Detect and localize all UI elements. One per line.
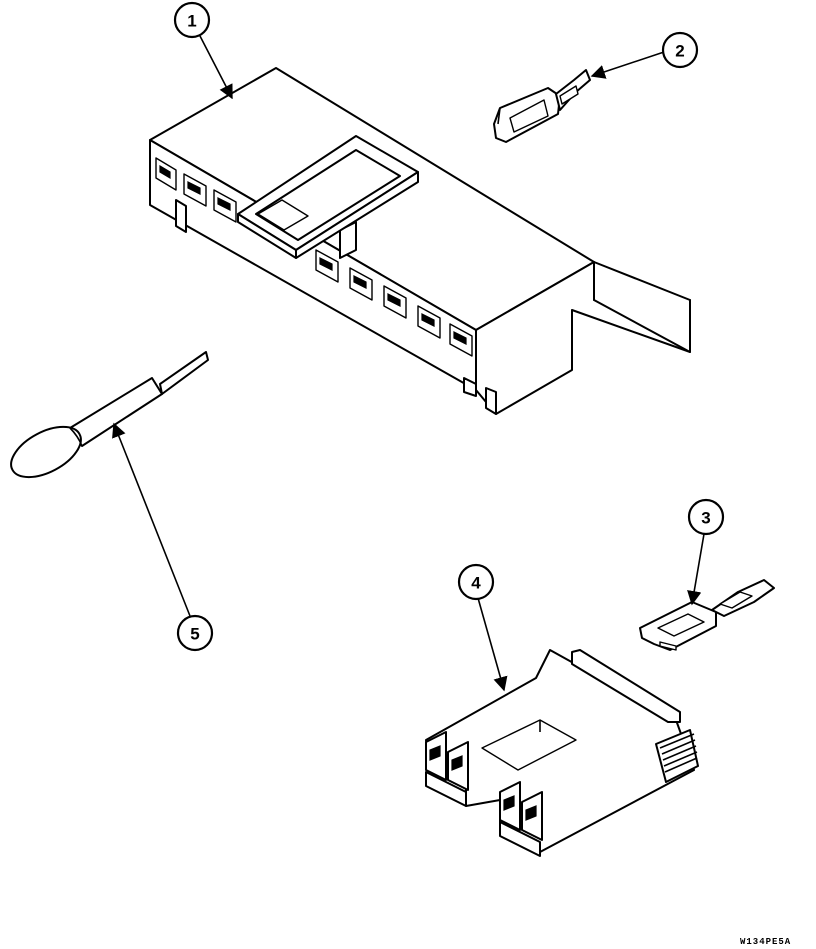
housing-latch [237,135,419,259]
callout-4: 4 [457,563,495,601]
drawing-code: W134PE5A [740,937,791,947]
callout-1-label: 1 [187,12,196,31]
terminal-icon [639,579,775,651]
connector-housing-icon [149,67,691,415]
terminal-icon [493,69,591,143]
callout-5: 5 [176,614,214,652]
callout-3-label: 3 [701,509,710,528]
callout-5-label: 5 [190,625,199,644]
connector-plug-icon [425,649,699,857]
callout-4-label: 4 [471,574,481,593]
housing-slots [155,157,473,357]
callout-2-label: 2 [675,42,684,61]
leader-lines [112,35,705,692]
extraction-tool-icon [10,351,209,479]
callout-2: 2 [661,31,699,69]
callout-3: 3 [687,498,725,536]
callout-1: 1 [173,1,211,39]
